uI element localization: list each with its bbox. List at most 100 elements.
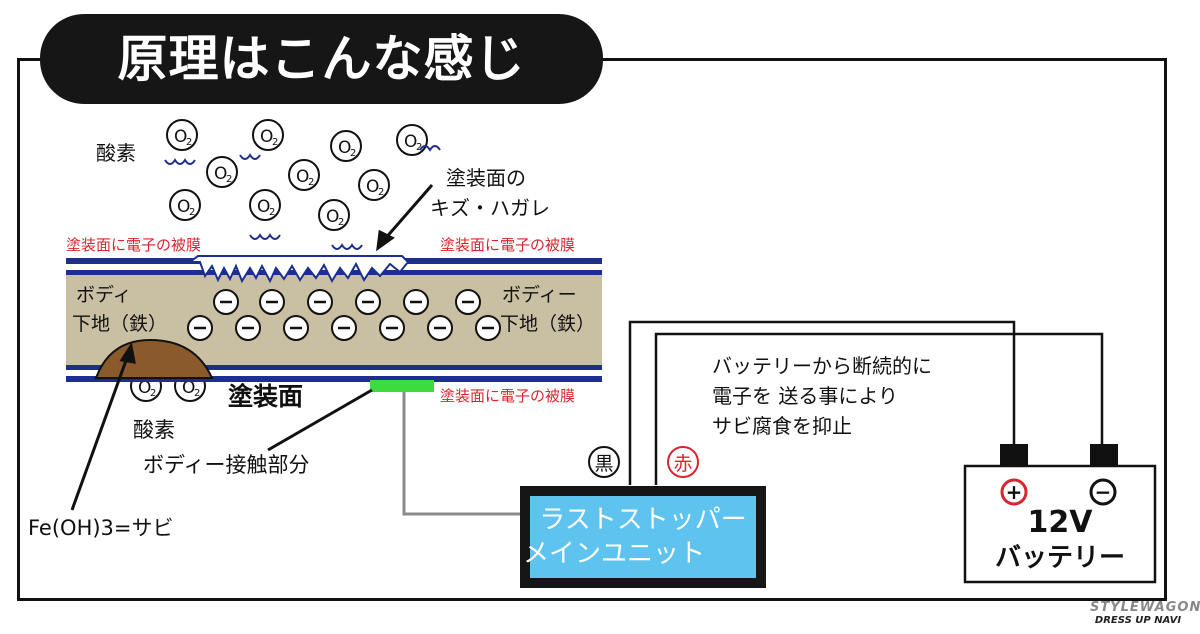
film-label-right: 塗装面に電子の被膜 <box>440 236 575 254</box>
scratch-arrowhead <box>376 229 395 252</box>
o2-letter: O <box>296 167 309 187</box>
o2-subscript: 2 <box>186 137 192 148</box>
o2-subscript: 2 <box>194 388 200 399</box>
contact-pointer <box>267 388 373 452</box>
o2-molecule: O2 <box>169 189 201 221</box>
o2-molecule: O2 <box>252 119 284 151</box>
contact-patch <box>370 380 434 392</box>
o2-circle <box>288 159 320 191</box>
o2-molecule: O2 <box>358 169 390 201</box>
o2-letter: O <box>366 177 379 197</box>
oxygen-top-label: 酸素 <box>96 141 136 165</box>
body-right-line2: 下地（鉄） <box>500 313 595 335</box>
o2-circle <box>252 119 284 151</box>
unit-label-line1: ラストストッパー <box>539 505 746 535</box>
o2-circle <box>330 130 362 162</box>
o2-subscript: 2 <box>269 207 275 218</box>
battery-body <box>963 464 1157 584</box>
rust-label: Fe(OH)3=サビ <box>28 516 174 540</box>
o2-letter: O <box>257 197 270 217</box>
contact-label: ボディー接触部分 <box>143 453 310 477</box>
o2-circle <box>169 189 201 221</box>
o2-subscript: 2 <box>272 137 278 148</box>
ground-wire <box>402 392 522 516</box>
plus-icon <box>1000 478 1028 506</box>
battery-label: バッテリー <box>995 543 1125 573</box>
o2-letter: O <box>404 132 417 152</box>
o2-molecule: O2 <box>249 189 281 221</box>
film-label-left: 塗装面に電子の被膜 <box>66 236 201 254</box>
battery-plus-sign: + <box>1006 480 1023 504</box>
explain-line2: 電子を 送る事により <box>712 384 898 408</box>
oxygen-bottom-label: 酸素 <box>133 418 175 442</box>
o2-letter: O <box>338 138 351 158</box>
o2-subscript: 2 <box>150 388 156 399</box>
red-wire <box>654 332 1104 485</box>
bottom-film-inner <box>66 365 602 370</box>
o2-molecule: O2 <box>166 119 198 151</box>
explain-line3: サビ腐食を抑止 <box>712 414 852 438</box>
o2-subscript: 2 <box>378 187 384 198</box>
o2-molecule: O2 <box>288 159 320 191</box>
o2-letter: O <box>326 207 339 227</box>
o2-circle <box>396 124 428 156</box>
body-left-line2: 下地（鉄） <box>72 313 167 335</box>
o2-molecule: O2 <box>206 156 238 188</box>
o2-subscript: 2 <box>338 217 344 228</box>
rust-arrowhead <box>119 342 136 364</box>
electrons <box>187 289 501 341</box>
unit-label-line2: メインユニット <box>523 539 705 569</box>
scratch-damage <box>187 255 410 284</box>
minus-icon <box>1089 478 1117 506</box>
o2-letter: O <box>177 197 190 217</box>
black-terminal-marker <box>588 446 620 478</box>
paint-surface-label: 塗装面 <box>228 382 303 411</box>
squiggle-mark <box>419 145 441 152</box>
body-right-line1: ボディー <box>502 284 577 306</box>
red-terminal-marker <box>667 446 699 478</box>
o2-subscript: 2 <box>308 177 314 188</box>
squiggle-mark <box>331 243 363 250</box>
scratch-label-line1: 塗装面の <box>446 166 526 190</box>
film-label-bottom: 塗装面に電子の被膜 <box>440 387 575 405</box>
o2-letter: O <box>260 127 273 147</box>
watermark-line2: DRESS UP NAVI <box>1094 615 1182 626</box>
body-left-line1: ボディ <box>76 284 132 306</box>
watermark-line1: STYLEWAGON <box>1090 600 1200 615</box>
watermark-logo: STYLEWAGON DRESS UP NAVI <box>1090 600 1200 626</box>
o2-circle <box>206 156 238 188</box>
main-unit-face <box>530 496 756 578</box>
o2-subscript: 2 <box>416 142 422 153</box>
battery-minus-sign: − <box>1095 480 1112 504</box>
squiggle-mark <box>239 153 261 160</box>
black-wire <box>628 320 1016 485</box>
o2-circle <box>358 169 390 201</box>
rust-spot <box>94 338 214 379</box>
o2-subscript: 2 <box>189 207 195 218</box>
o2-circle <box>249 189 281 221</box>
o2-molecule: O2 <box>330 130 362 162</box>
o2-subscript: 2 <box>350 148 356 159</box>
squiggle-mark <box>249 233 281 240</box>
bottom-film-outer <box>66 376 602 382</box>
o2-molecule: O2 <box>396 124 428 156</box>
o2-circle <box>318 199 350 231</box>
scratch-arrow <box>382 184 434 241</box>
explain-line1: バッテリーから断続的に <box>712 354 932 378</box>
battery-voltage: 12V <box>1028 505 1094 540</box>
o2-subscript: 2 <box>226 174 232 185</box>
squiggle-mark <box>164 158 196 165</box>
reaction-marks <box>164 145 441 250</box>
o2-letter: O <box>174 127 187 147</box>
battery-terminal-minus-post <box>1000 444 1028 466</box>
page-title: 原理はこんな感じ <box>40 14 603 104</box>
o2-letter: O <box>182 378 195 398</box>
rust-arrow <box>70 354 130 511</box>
o2-letter: O <box>138 378 151 398</box>
o2-circle <box>166 119 198 151</box>
o2-molecule: O2 <box>318 199 350 231</box>
o2-letter: O <box>214 164 227 184</box>
scratch-label-line2: キズ・ハガレ <box>430 196 550 220</box>
